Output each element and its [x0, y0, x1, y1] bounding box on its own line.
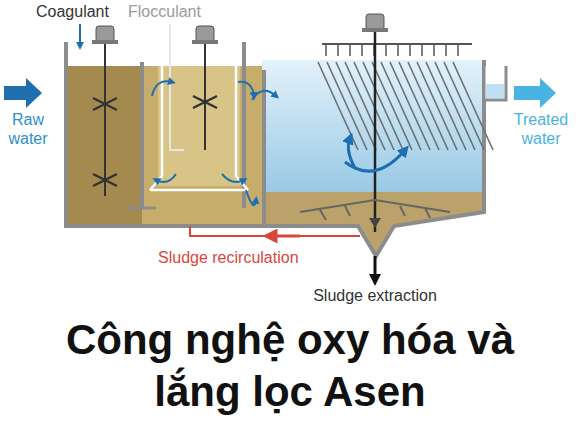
drawing-part: [366, 14, 384, 30]
collector-pipe: [409, 44, 411, 56]
mixer-motor: [92, 26, 118, 44]
scraper-arm: [300, 200, 450, 220]
collector-pipe: [361, 44, 363, 56]
drawing-part: [152, 81, 172, 96]
draft-tube: [150, 52, 248, 190]
collector-pipe: [349, 44, 351, 56]
drawing-part: [246, 190, 256, 205]
drawing-part: [156, 174, 176, 182]
mixer-shaft: [104, 44, 106, 196]
clarifier-water: [262, 60, 482, 210]
baffle-wall: [262, 70, 266, 226]
dosing-arrow: [79, 24, 81, 46]
mixer-motor: [192, 26, 218, 44]
outlet-arrow: [514, 78, 556, 108]
lamella-plate: [327, 62, 367, 150]
inlet-arrow: [4, 78, 42, 108]
extraction-label: Sludge extraction: [295, 286, 455, 305]
rotation-arrow: [348, 138, 355, 168]
lamella-plate: [435, 62, 475, 150]
lamella-plate: [372, 62, 412, 150]
drawing-part: [222, 174, 244, 182]
scraper-motor: [362, 14, 388, 32]
sludge-layer: [262, 192, 482, 254]
mixer-shaft: [204, 44, 206, 150]
collector-pipe: [325, 44, 327, 56]
scraper-tip: [369, 218, 381, 228]
outlet-launder: [484, 66, 506, 100]
dosing-label: Coagulant: [36, 2, 126, 21]
page-title: Công nghệ oxy hóa và lắng lọc Asen: [40, 314, 540, 418]
collector-pipe: [337, 44, 339, 56]
dosing-label: Flocculant: [128, 2, 218, 21]
lamella-plate: [363, 62, 403, 150]
drawing-part: [92, 40, 118, 44]
tank-wall: [66, 42, 484, 256]
flocculant-line: [170, 24, 184, 150]
lamella-plate: [381, 62, 421, 150]
lamella-plate: [408, 62, 448, 150]
lamella-plate: [417, 62, 457, 150]
impeller: [193, 96, 217, 108]
lamella-plate: [444, 62, 484, 150]
lamella-plate: [399, 62, 439, 150]
flow-arrows: [152, 81, 276, 205]
recirculation-line: [190, 226, 360, 236]
lamella-plate: [345, 62, 385, 150]
lamella-plate: [336, 62, 376, 150]
collector-pipe: [457, 44, 459, 56]
lamella-plates: [318, 44, 493, 150]
baffle-wall: [140, 62, 144, 208]
lamella-plate: [318, 62, 358, 150]
lamella-plate: [390, 62, 430, 150]
drawing-part: [96, 26, 114, 42]
drawing-part: [192, 40, 218, 44]
recirculation-label: Sludge recirculation: [158, 248, 358, 267]
launder-water: [486, 84, 504, 98]
drawing-part: [196, 26, 214, 42]
impeller: [93, 98, 117, 186]
inlet-label: Raw water: [2, 110, 54, 148]
baffle-foot: [128, 207, 156, 210]
extraction-arrow: [374, 256, 377, 280]
collector-pipe: [397, 44, 399, 56]
drawing-part: [362, 28, 388, 32]
drawing-part: [322, 43, 472, 45]
collector-pipe: [445, 44, 447, 56]
lamella-plate: [426, 62, 466, 150]
collector-pipe: [433, 44, 435, 56]
collector-pipe: [421, 44, 423, 56]
outlet-label: Treated water: [508, 110, 574, 148]
drawing-part: [238, 82, 254, 96]
recirculation-arrow: [270, 235, 300, 238]
collector-pipe: [385, 44, 387, 56]
drawing-part: [252, 91, 276, 100]
scraper-shaft: [374, 32, 377, 232]
